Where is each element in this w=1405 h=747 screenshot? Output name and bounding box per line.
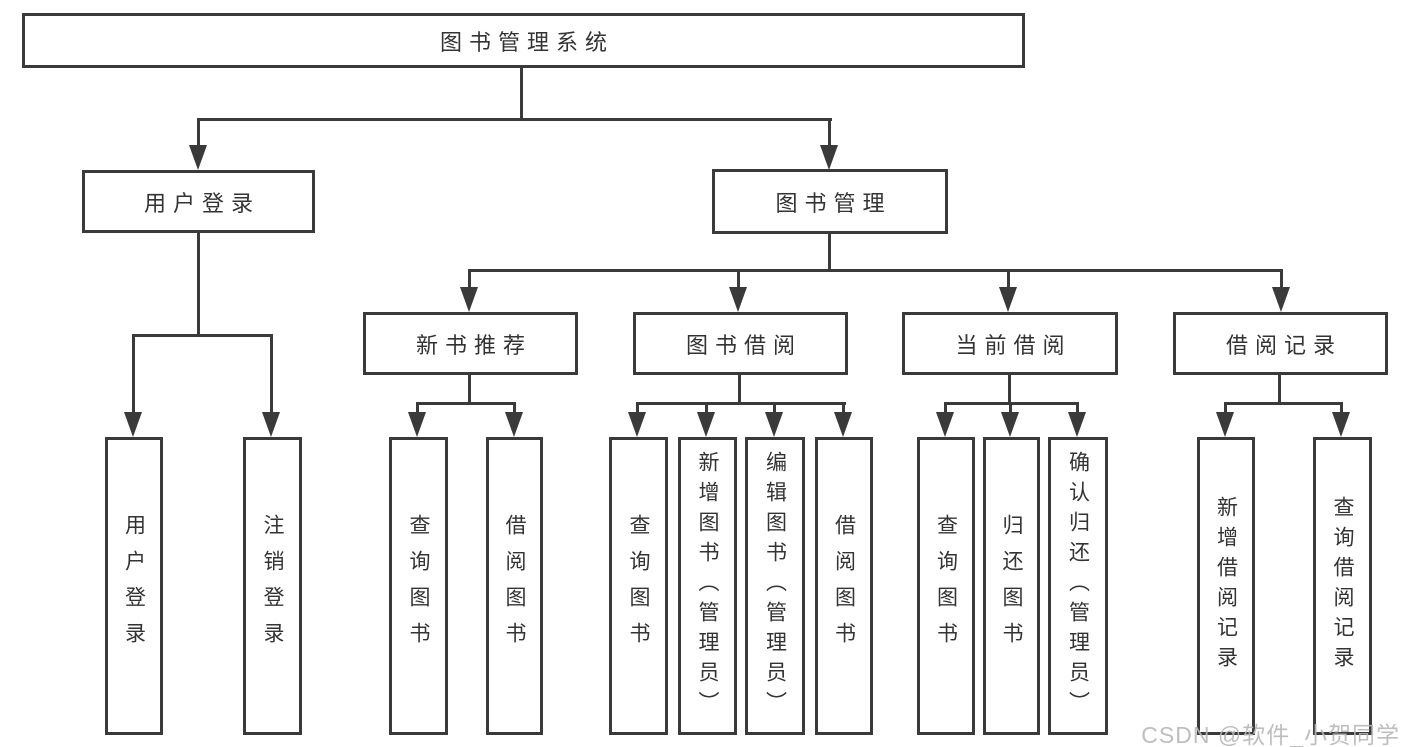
connector-recommend-drop-2: [513, 402, 516, 416]
node-root-label: 图书管理系统: [439, 29, 614, 55]
node-book-borrow: 图书借阅: [633, 312, 848, 375]
node-book-borrow-label: 图书借阅: [685, 332, 802, 358]
connector-mgmt-stem: [828, 234, 831, 272]
connector-records-stem: [1278, 375, 1281, 405]
connector-current-drop-3: [1076, 402, 1079, 416]
leaf-label: 归还图书: [1000, 514, 1023, 658]
arrowhead-down-icon: [936, 412, 954, 437]
connector-borrow-drop-1: [636, 402, 639, 416]
leaf-query-books-recommend: 查询图书: [389, 437, 448, 735]
connector-borrow-bar: [637, 402, 846, 405]
connector-records-bar: [1225, 402, 1343, 405]
connector-current-stem: [1008, 375, 1011, 405]
leaf-label: 查询图书: [627, 514, 650, 658]
connector-root-drop-left: [197, 118, 200, 148]
arrowhead-down-icon: [1001, 412, 1019, 437]
leaf-query-borrow-record: 查询借阅记录: [1313, 437, 1372, 735]
node-current-borrow-label: 当前借阅: [955, 332, 1072, 358]
connector-mgmt-bar: [468, 269, 1283, 272]
arrowhead-down-icon: [628, 412, 646, 437]
connector-mgmt-drop-1: [468, 269, 471, 289]
leaf-label: 借阅图书: [832, 514, 856, 658]
connector-borrow-drop-2: [705, 402, 708, 416]
leaf-label: 确认归还（管理员）: [1066, 451, 1090, 721]
arrowhead-down-icon: [697, 412, 715, 437]
arrowhead-down-icon: [460, 287, 478, 312]
node-user-login-label: 用户登录: [143, 190, 260, 216]
node-new-book-recommend-label: 新书推荐: [415, 332, 532, 358]
arrowhead-down-icon: [999, 287, 1017, 312]
leaf-label: 新增图书（管理员）: [696, 451, 719, 721]
arrowhead-down-icon: [1272, 287, 1290, 312]
leaf-return-books: 归还图书: [983, 437, 1040, 735]
node-book-management-label: 图书管理: [775, 190, 892, 216]
node-current-borrow: 当前借阅: [902, 312, 1118, 375]
connector-mgmt-drop-3: [1007, 269, 1010, 289]
connector-borrow-drop-4: [842, 402, 845, 416]
arrowhead-down-icon: [189, 145, 207, 170]
arrowhead-down-icon: [729, 287, 747, 312]
connector-login-drop-2: [270, 334, 273, 414]
connector-login-stem: [197, 233, 200, 336]
leaf-add-books-admin: 新增图书（管理员）: [678, 437, 737, 735]
leaf-edit-books-admin: 编辑图书（管理员）: [745, 437, 805, 735]
leaf-query-books-current: 查询图书: [917, 437, 975, 735]
arrowhead-down-icon: [834, 412, 852, 437]
arrowhead-down-icon: [820, 145, 838, 170]
connector-login-bar: [133, 334, 273, 337]
connector-recommend-bar: [417, 402, 516, 405]
leaf-user-login: 用户登录: [105, 437, 163, 735]
connector-root-bar: [198, 118, 832, 121]
node-root: 图书管理系统: [22, 13, 1025, 68]
arrowhead-down-icon: [262, 412, 280, 437]
leaf-borrow-books-recommend: 借阅图书: [486, 437, 543, 735]
watermark: CSDN @软件_小贺同学: [1141, 722, 1400, 747]
connector-root-drop-right: [828, 118, 831, 148]
leaf-label: 查询图书: [407, 514, 430, 658]
connector-records-drop-2: [1340, 402, 1343, 416]
leaf-label: 注销登录: [261, 514, 284, 658]
connector-current-bar: [945, 402, 1079, 405]
connector-borrow-stem: [738, 375, 741, 405]
arrowhead-down-icon: [408, 412, 426, 437]
arrowhead-down-icon: [1216, 412, 1234, 437]
connector-recommend-drop-1: [416, 402, 419, 416]
node-borrow-records-label: 借阅记录: [1225, 332, 1342, 358]
connector-records-drop-1: [1224, 402, 1227, 416]
connector-current-drop-1: [944, 402, 947, 416]
leaf-label: 新增借阅记录: [1214, 496, 1238, 676]
arrowhead-down-icon: [765, 412, 783, 437]
leaf-confirm-return-admin: 确认归还（管理员）: [1048, 437, 1108, 735]
connector-recommend-stem: [468, 375, 471, 405]
arrowhead-down-icon: [1068, 412, 1086, 437]
leaf-query-books-borrow: 查询图书: [609, 437, 668, 735]
leaf-label: 用户登录: [122, 514, 146, 658]
connector-mgmt-drop-2: [737, 269, 740, 289]
leaf-logout: 注销登录: [243, 437, 302, 735]
leaf-add-borrow-record: 新增借阅记录: [1197, 437, 1255, 735]
leaf-label: 编辑图书（管理员）: [763, 451, 787, 721]
connector-current-drop-2: [1009, 402, 1012, 416]
connector-root-stem: [520, 66, 523, 120]
arrowhead-down-icon: [124, 412, 142, 437]
leaf-borrow-books: 借阅图书: [815, 437, 873, 735]
node-new-book-recommend: 新书推荐: [363, 312, 578, 375]
leaf-label: 查询借阅记录: [1331, 496, 1354, 676]
node-user-login: 用户登录: [82, 170, 315, 233]
node-book-management: 图书管理: [712, 169, 948, 234]
arrowhead-down-icon: [1332, 412, 1350, 437]
arrowhead-down-icon: [505, 412, 523, 437]
connector-mgmt-drop-4: [1280, 269, 1283, 289]
connector-login-drop-1: [132, 334, 135, 414]
node-borrow-records: 借阅记录: [1173, 312, 1388, 375]
connector-borrow-drop-3: [773, 402, 776, 416]
leaf-label: 查询图书: [934, 514, 958, 658]
leaf-label: 借阅图书: [503, 514, 526, 658]
